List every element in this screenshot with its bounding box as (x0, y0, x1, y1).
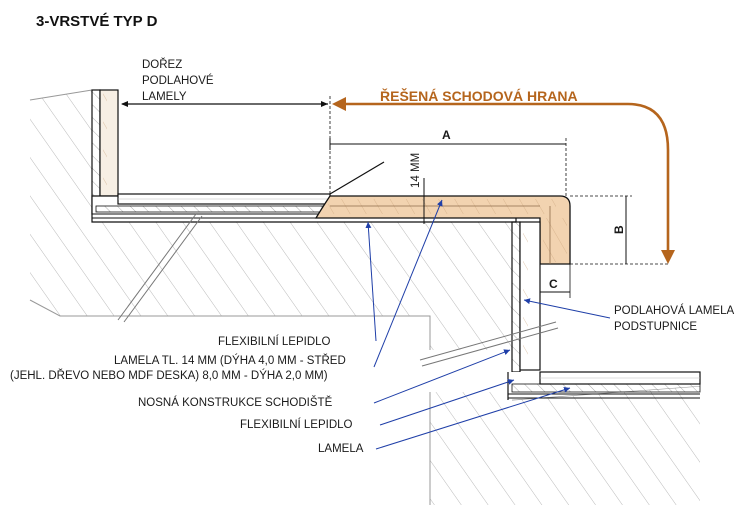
headline-label: ŘEŠENÁ SCHODOVÁ HRANA (380, 87, 578, 104)
thickness-label: 14 MM (410, 153, 422, 188)
label-lamella-spec-1: LAMELA TL. 14 MM (DÝHA 4,0 MM - STŘED (114, 354, 346, 367)
leader-lamella (375, 386, 571, 450)
break-line-right-b (421, 327, 559, 367)
trim-label-line-1: DOŘEZ (142, 58, 182, 71)
riser-label-line-1: PODLAHOVÁ LAMELA (614, 304, 734, 317)
dimension-b-label: B (612, 225, 626, 234)
upper-concrete-fill (30, 90, 512, 350)
label-structure: NOSNÁ KONSTRUKCE SCHODIŠTĚ (138, 396, 333, 409)
riser-label-line-2: PODSTUPNICE (614, 321, 697, 333)
trim-cut-line (329, 161, 385, 195)
headline-arrow-head-left (332, 97, 346, 111)
break-line-left-a (117, 213, 197, 321)
upper-concrete-break (29, 299, 431, 350)
lower-tread-screed (511, 383, 701, 393)
riser-screed (511, 221, 521, 373)
leader-adhesive-2 (379, 379, 515, 426)
break-line-left-b (123, 215, 203, 323)
stair-nosing-grain-vertical (543, 218, 567, 262)
riser-lamella-grain (523, 224, 528, 368)
diagram-title: 3-VRSTVÉ TYP D (36, 13, 158, 30)
trim-label-line-2: PODLAHOVÉ (142, 74, 214, 87)
break-line-right-a (419, 321, 557, 361)
leader-lamella-spec (373, 199, 443, 368)
riser-leader (523, 298, 611, 319)
headline-arrow-head-down (661, 250, 675, 264)
leader-structure (373, 349, 511, 404)
leader-adhesive-1 (365, 221, 377, 342)
label-adhesive-1: FLEXIBILNÍ LEPIDLO (218, 335, 331, 348)
lower-concrete-fill (430, 386, 700, 505)
label-adhesive-2: FLEXIBILNÍ LEPIDLO (240, 418, 353, 431)
trim-label-line-3: LAMELY (142, 91, 187, 103)
upper-concrete-edge (29, 89, 93, 101)
headline-arrow-path (338, 102, 670, 252)
dimension-a-label: A (442, 128, 451, 142)
wall-finish-grain (103, 90, 107, 196)
wall-finish (99, 89, 119, 197)
dimension-c-label: C (549, 277, 558, 291)
label-lamella-spec-2: (JEHL. DŘEVO NEBO MDF DESKA) 8,0 MM - DÝ… (10, 369, 328, 382)
label-lamella: LAMELA (318, 443, 364, 455)
